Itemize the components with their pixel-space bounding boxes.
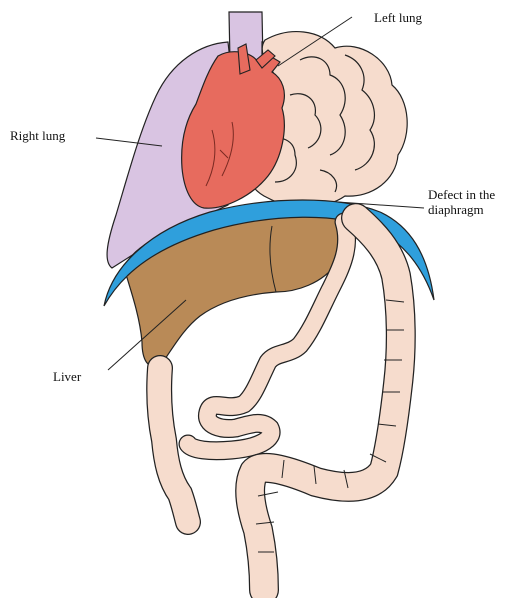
label-defect-line1: Defect in the (428, 187, 495, 202)
label-liver: Liver (53, 369, 81, 384)
label-right-lung: Right lung (10, 128, 65, 143)
label-defect-line2: diaphragm (428, 202, 495, 217)
label-defect-diaphragm: Defect in the diaphragm (428, 187, 495, 217)
label-left-lung: Left lung (374, 10, 422, 25)
